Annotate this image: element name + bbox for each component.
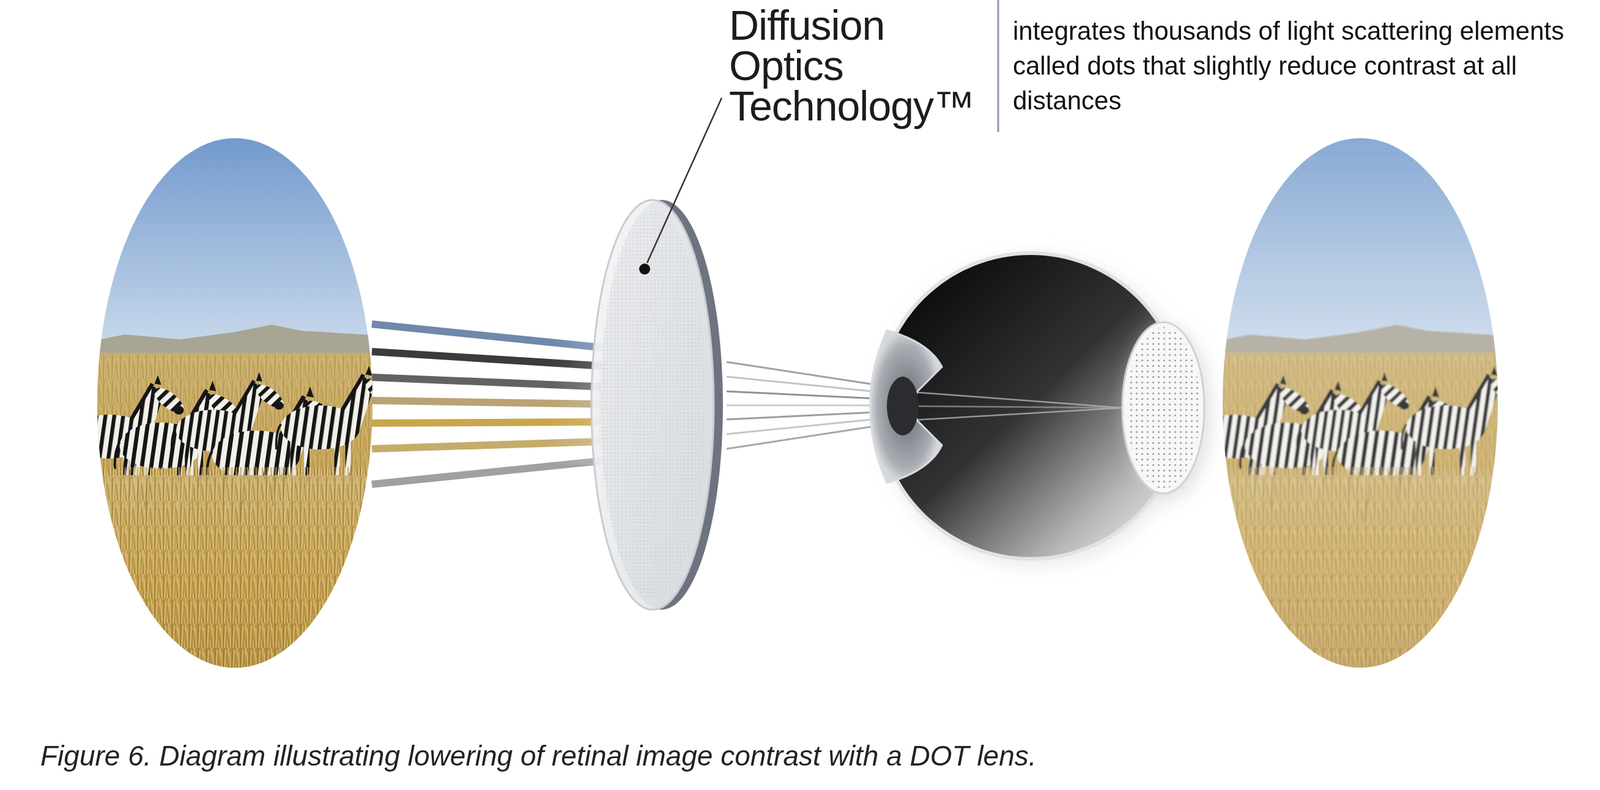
callout-dot (639, 263, 651, 275)
leader-line (647, 97, 722, 263)
retina-screen (1122, 322, 1205, 494)
figure-caption: Figure 6. Diagram illustrating lowering … (40, 738, 1037, 774)
retinal-scene (1190, 133, 1525, 678)
divider-line (997, 0, 1000, 133)
description-text: integrates thousands of light scattering… (1012, 13, 1576, 119)
source-scene (65, 133, 399, 678)
logo-text: Diffusion Optics Technology™ (729, 4, 999, 126)
eye (870, 253, 1212, 567)
dot-lens (591, 200, 723, 610)
